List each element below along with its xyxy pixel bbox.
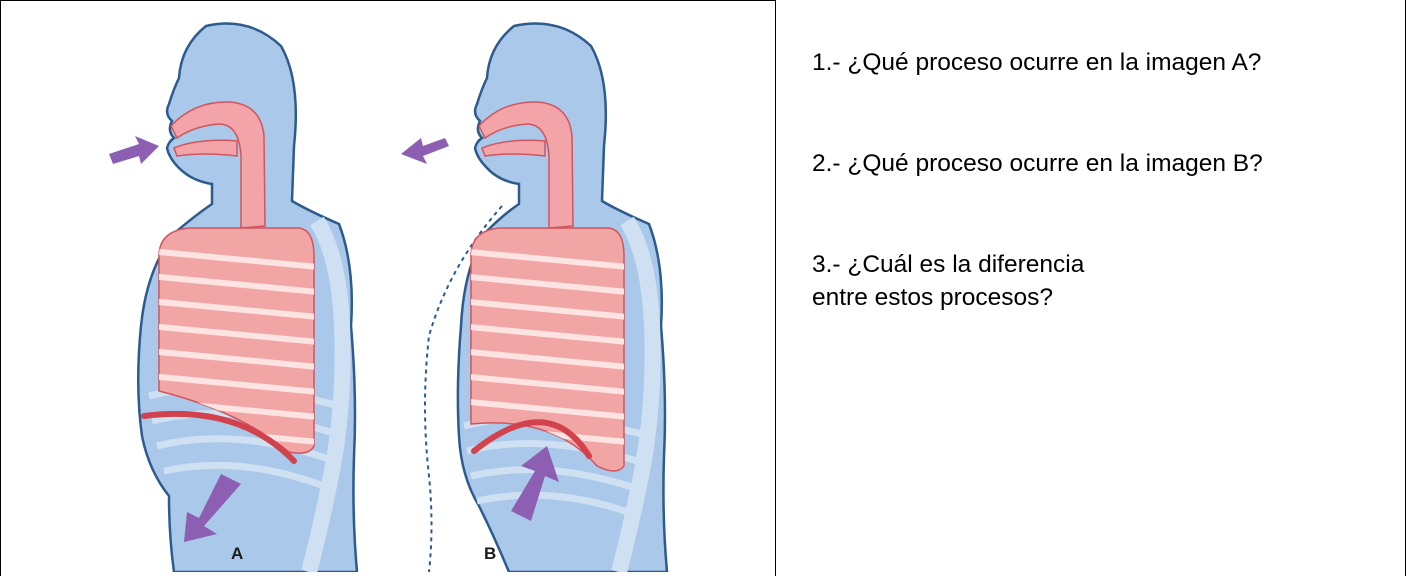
table-right-border (1405, 0, 1406, 576)
breathing-illustration: A B (9, 6, 775, 572)
label-b: B (484, 544, 497, 563)
inhale-arrow-a (109, 136, 159, 164)
diaphragm-b (471, 419, 592, 459)
airway-b (478, 101, 574, 229)
table-divider (775, 0, 776, 576)
diaphragm-a (141, 410, 297, 464)
spine-a (301, 216, 351, 572)
table-left-border (0, 0, 1, 576)
spine-b (611, 216, 661, 572)
mouth-airway-a (173, 139, 238, 157)
lungs-a (158, 227, 315, 454)
question-3: 3.- ¿Cuál es la diferencia entre estos p… (812, 251, 1085, 311)
label-a: A (231, 544, 244, 563)
diaphragm-down-arrow-a (184, 474, 241, 542)
breathing-diagram-svg (109, 22, 669, 572)
mouth-airway-b (481, 139, 546, 157)
table-top-border (0, 0, 776, 1)
figure-a (109, 22, 359, 572)
airway-a (170, 101, 266, 229)
figure-b (401, 22, 669, 572)
question-2: 2.- ¿Qué proceso ocurre en la imagen B? (812, 150, 1263, 177)
dotted-outline-b (424, 205, 503, 572)
exhale-arrow-b (401, 138, 449, 164)
diaphragm-up-arrow-b (511, 446, 559, 521)
question-1: 1.- ¿Qué proceso ocurre en la imagen A? (812, 49, 1262, 76)
